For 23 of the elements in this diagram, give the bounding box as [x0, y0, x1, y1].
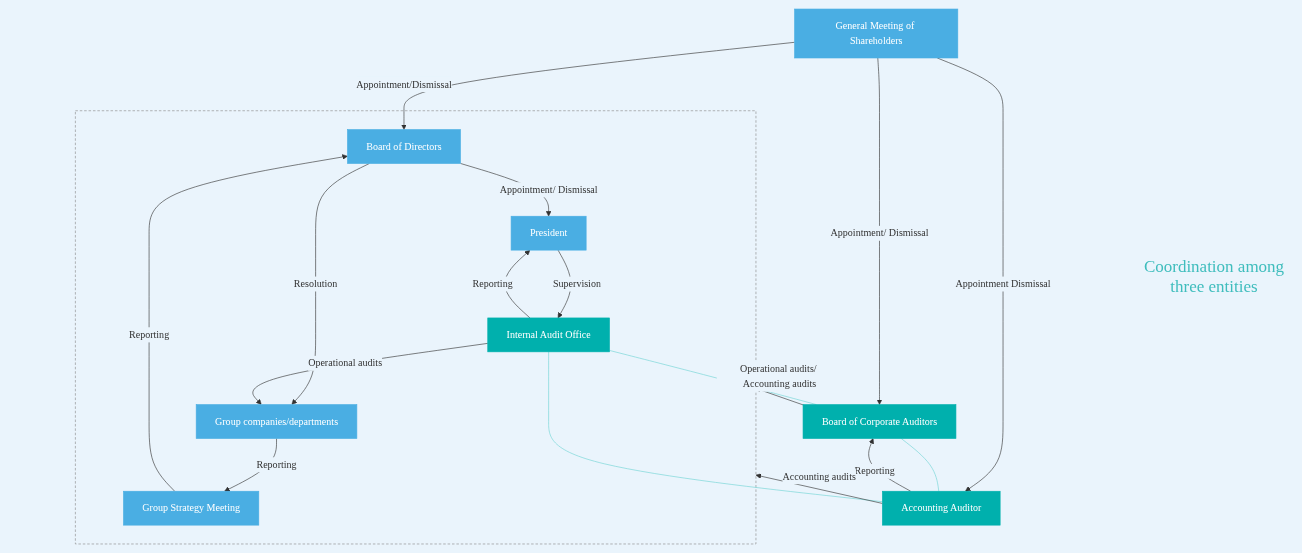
edge-label: Reporting — [854, 465, 895, 477]
node-box: Group Strategy Meeting — [123, 490, 260, 526]
node-box: Board of Directors — [347, 129, 461, 164]
node-box: General Meeting of Shareholders — [794, 8, 959, 59]
edge-label: Reporting — [472, 278, 513, 290]
node-box: Group companies/departments — [195, 404, 358, 439]
node-box: Internal Audit Office — [487, 317, 610, 353]
edge-label: Reporting — [128, 329, 170, 340]
edge-label: Appointment/ Dismissal — [499, 184, 598, 195]
edge-label: Appointment Dismissal — [955, 278, 1051, 290]
connector — [900, 438, 940, 492]
edge-label: Resolution — [293, 278, 338, 290]
node-box: Board of Corporate Auditors — [802, 404, 957, 439]
node-box: Accounting Auditor — [882, 490, 1001, 526]
edge-label: Operational audits — [308, 357, 383, 369]
edge-label: Supervision — [552, 278, 601, 290]
edge-label: Appointment/Dismissal — [356, 78, 452, 90]
node-box: President — [510, 215, 587, 251]
edge-label: Operational audits/ Accounting audits — [739, 363, 817, 390]
edge-label: Accounting audits — [782, 471, 856, 482]
edge-label: Appointment/ Dismissal — [830, 227, 929, 239]
note-text: Coordination among three entities — [1142, 256, 1286, 297]
edge-label: Reporting — [256, 459, 297, 470]
